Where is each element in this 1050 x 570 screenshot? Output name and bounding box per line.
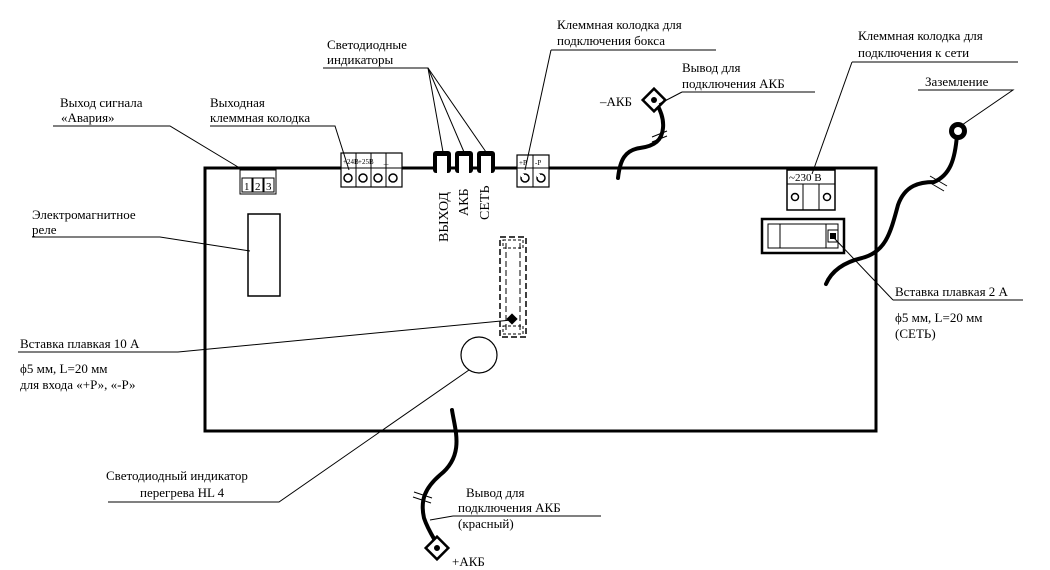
battery-lead-top-label-2: подключения АКБ bbox=[682, 76, 785, 91]
ground-lead bbox=[824, 122, 967, 286]
overheat-led bbox=[460, 336, 498, 374]
box-pin-minus: -Р bbox=[535, 159, 541, 167]
output-pin-label-1: +24В bbox=[343, 158, 359, 166]
output-terminal-label-1: Выходная bbox=[210, 95, 265, 110]
relay-label-1: Электромагнитное bbox=[32, 207, 136, 222]
led-indicators-label-2: индикаторы bbox=[327, 52, 394, 67]
box-terminal-label-1: Клеммная колодка для bbox=[557, 17, 682, 32]
minus-battery-lug-icon bbox=[640, 86, 668, 114]
battery-lead-bottom-label-1: Вывод для bbox=[466, 485, 525, 500]
led-label-battery: АКБ bbox=[457, 189, 472, 217]
battery-lead-top-label-1: Вывод для bbox=[682, 60, 741, 75]
leader-lines bbox=[18, 49, 1023, 521]
plus-akb-label: +АКБ bbox=[452, 554, 485, 569]
output-terminal-label-2: клеммная колодка bbox=[210, 110, 310, 125]
mains-terminal-label-2: подключения к сети bbox=[858, 45, 969, 60]
minus-akb-label: –АКБ bbox=[599, 94, 632, 109]
board-outline bbox=[203, 166, 878, 433]
minus-battery-lead bbox=[616, 86, 668, 180]
output-pin-label-2: +25В bbox=[358, 158, 374, 166]
fuse-10a bbox=[499, 236, 527, 338]
plus-battery-lug-icon bbox=[423, 534, 451, 562]
box-pin-plus: +Р bbox=[519, 159, 527, 167]
battery-lead-bottom-label-3: (красный) bbox=[458, 516, 514, 531]
led-indicators: ВЫХОД АКБ СЕТЬ bbox=[433, 151, 495, 242]
fuse-10a-label: Вставка плавкая 10 А bbox=[20, 336, 140, 351]
alarm-pin-1: 1 bbox=[244, 181, 250, 193]
plus-battery-lead bbox=[412, 408, 459, 562]
alarm-output-label-2: «Авария» bbox=[61, 110, 115, 125]
fuse-2a-spec-2: (СЕТЬ) bbox=[895, 326, 936, 341]
fuse-2a bbox=[760, 217, 846, 255]
mains-terminal-block: ~230 В bbox=[786, 169, 836, 211]
overheat-led-label-1: Светодиодный индикатор bbox=[106, 468, 248, 483]
led-indicators-label-1: Светодиодные bbox=[327, 37, 407, 52]
electromagnetic-relay bbox=[247, 213, 281, 297]
alarm-output-terminal: 1 2 3 bbox=[239, 169, 277, 195]
ground-label: Заземление bbox=[925, 74, 989, 89]
led-label-mains: СЕТЬ bbox=[478, 186, 493, 220]
alarm-pin-2: 2 bbox=[255, 181, 261, 193]
alarm-output-label-1: Выход сигнала bbox=[60, 95, 143, 110]
output-pin-label-3: ⊥ bbox=[383, 159, 389, 167]
fuse-10a-spec-1: ϕ5 мм, L=20 мм bbox=[20, 361, 108, 376]
output-terminal-block: +24В +25В ⊥ bbox=[340, 152, 403, 188]
callout-labels: Выход сигнала «Авария» Выходная клеммная… bbox=[20, 17, 1009, 569]
box-terminal-label-2: подключения бокса bbox=[557, 33, 665, 48]
box-terminal-block: +Р -Р bbox=[516, 154, 550, 188]
fuse-2a-spec-1: ϕ5 мм, L=20 мм bbox=[895, 310, 983, 325]
led-label-output: ВЫХОД bbox=[437, 192, 452, 242]
fuse-10a-spec-2: для входа «+Р», «-Р» bbox=[20, 377, 136, 392]
battery-lead-bottom-label-2: подключения АКБ bbox=[458, 500, 561, 515]
overheat-led-label-2: перегрева HL 4 bbox=[140, 485, 225, 500]
fuse-2a-label: Вставка плавкая 2 А bbox=[895, 284, 1009, 299]
mains-voltage-label: ~230 В bbox=[789, 172, 822, 184]
relay-label-2: реле bbox=[32, 222, 57, 237]
mains-terminal-label-1: Клеммная колодка для bbox=[858, 28, 983, 43]
alarm-pin-3: 3 bbox=[266, 181, 272, 193]
